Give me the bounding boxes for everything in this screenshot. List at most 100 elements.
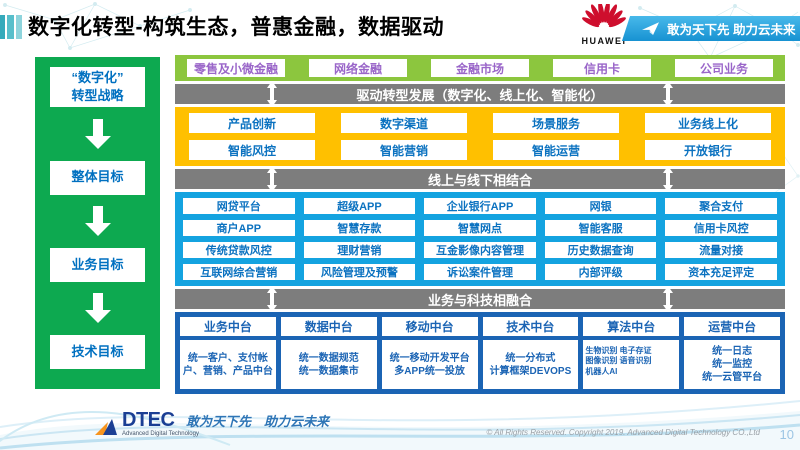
online-capability-box: 网贷平台 bbox=[183, 198, 295, 214]
segments-row: 零售及小微金融网络金融金融市场信用卡公司业务 bbox=[187, 59, 773, 77]
online-capability-box: 历史数据查询 bbox=[544, 242, 657, 258]
transform-box: 智能风控 bbox=[189, 140, 315, 160]
strategy-sidebar: “数字化” 转型战略整体目标业务目标技术目标 bbox=[35, 57, 160, 389]
sidebar-item: “数字化” 转型战略 bbox=[50, 67, 145, 108]
down-arrow-icon bbox=[84, 206, 111, 237]
sidebar-item: 技术目标 bbox=[50, 334, 145, 369]
banner-tech-fusion: 业务与科技相融合 bbox=[175, 286, 785, 312]
platform-detail: 统一日志 统一监控 统一云管平台 bbox=[684, 340, 780, 389]
online-capability-box: 超级APP bbox=[303, 198, 416, 214]
page-title: 数字化转型-构筑生态，普惠金融，数据驱动 bbox=[28, 16, 444, 39]
transform-band: 产品创新 数字渠道 场景服务 业务线上化智能风控 智能营销 智能运营 开放银行 bbox=[175, 107, 785, 166]
platform-column: 算法中台生物识别 电子存证 图像识别 语音识别 机器人AI bbox=[583, 317, 680, 389]
updown-arrow-icon bbox=[663, 286, 673, 312]
down-arrow-icon bbox=[84, 118, 111, 149]
adtec-arrow-icon bbox=[95, 419, 117, 435]
business-segments-band: 零售及小微金融网络金融金融市场信用卡公司业务 bbox=[175, 55, 785, 81]
transform-box: 数字渠道 bbox=[341, 113, 467, 133]
online-capability-box: 内部评级 bbox=[544, 264, 657, 280]
down-arrow-stem bbox=[92, 118, 103, 136]
segment-box: 公司业务 bbox=[675, 59, 773, 77]
banner-text: 驱动转型发展（数字化、线上化、智能化） bbox=[356, 87, 604, 103]
online-capability-box: 智慧网点 bbox=[424, 220, 536, 236]
platform-detail: 统一客户、支付帐户、营销、产品中台 bbox=[180, 340, 276, 389]
banner-drive-transform: 驱动转型发展（数字化、线上化、智能化） bbox=[175, 81, 785, 107]
online-capability-box: 互联网综合营销 bbox=[183, 264, 295, 280]
platform-detail: 生物识别 电子存证 图像识别 语音识别 机器人AI bbox=[583, 340, 680, 389]
sidebar-item: 业务目标 bbox=[50, 247, 145, 282]
platform-name: 运营中台 bbox=[684, 317, 780, 336]
updown-arrow-icon bbox=[266, 81, 277, 107]
slogan-text: 敢为天下先 助力云未来 bbox=[667, 23, 796, 37]
transform-box: 智能营销 bbox=[341, 140, 467, 160]
copyright-text: © All Rights Reserved. Copyright 2019. A… bbox=[486, 428, 760, 437]
segment-box: 信用卡 bbox=[553, 59, 651, 77]
online-capability-box: 信用卡风控 bbox=[665, 220, 777, 236]
adtec-logo: DTEC Advanced Digital Technology bbox=[95, 410, 199, 437]
adtec-subtitle: Advanced Digital Technology bbox=[122, 431, 199, 437]
segment-box: 零售及小微金融 bbox=[187, 59, 285, 77]
updown-arrow-icon bbox=[266, 166, 277, 192]
channels-band: 网贷平台超级APP 企业银行APP 网银聚合支付商户APP 智慧存款智慧网点智能客服信… bbox=[175, 192, 785, 286]
title-accent-bar bbox=[0, 15, 22, 39]
down-arrow-stem bbox=[92, 206, 103, 224]
updown-arrow-icon bbox=[266, 286, 277, 312]
main-diagram: 零售及小微金融网络金融金融市场信用卡公司业务 驱动转型发展（数字化、线上化、智能… bbox=[175, 55, 785, 397]
transform-box: 产品创新 bbox=[189, 113, 315, 133]
banner-text: 业务与科技相融合 bbox=[427, 292, 532, 308]
banner-online-offline: 线上与线下相结合 bbox=[175, 166, 785, 192]
online-capability-box: 企业银行APP bbox=[424, 198, 536, 214]
transform-box: 业务线上化 bbox=[645, 113, 771, 133]
online-capability-box: 网银 bbox=[544, 198, 657, 214]
online-capability-box: 智能客服 bbox=[544, 220, 657, 236]
down-arrow-head bbox=[84, 310, 111, 324]
platform-grid: 业务中台统一客户、支付帐户、营销、产品中台数据中台统一数据规范 统一数据集市移动… bbox=[180, 317, 780, 389]
paper-plane-icon bbox=[642, 21, 659, 35]
platform-name: 移动中台 bbox=[381, 317, 478, 336]
huawei-flower-icon bbox=[582, 0, 626, 28]
platform-name: 数据中台 bbox=[280, 317, 377, 336]
platform-detail: 统一分布式 计算框架DEVOPS bbox=[482, 340, 579, 389]
footer-tagline: 敢为天下先 助力云未来 bbox=[186, 414, 330, 429]
online-capability-box: 资本充足评定 bbox=[665, 264, 777, 280]
online-capability-box: 理财营销 bbox=[303, 242, 416, 258]
platform-detail: 统一数据规范 统一数据集市 bbox=[280, 340, 377, 389]
online-capability-box: 诉讼案件管理 bbox=[424, 264, 536, 280]
updown-arrow-icon bbox=[663, 166, 673, 192]
platform-name: 业务中台 bbox=[180, 317, 276, 336]
online-capability-box: 聚合支付 bbox=[665, 198, 777, 214]
platform-column: 数据中台统一数据规范 统一数据集市 bbox=[280, 317, 377, 389]
transform-box: 场景服务 bbox=[493, 113, 619, 133]
platform-name: 算法中台 bbox=[583, 317, 680, 336]
online-capability-box: 互金影像内容管理 bbox=[424, 242, 536, 258]
huawei-logo: HUAWEI bbox=[578, 0, 630, 46]
online-capability-box: 智慧存款 bbox=[303, 220, 416, 236]
online-capability-box: 传统贷款风控 bbox=[183, 242, 295, 258]
down-arrow-head bbox=[84, 223, 111, 237]
online-grid: 网贷平台超级APP 企业银行APP 网银聚合支付商户APP 智慧存款智慧网点智能客服信… bbox=[183, 198, 777, 280]
sidebar-item: 整体目标 bbox=[50, 160, 145, 195]
down-arrow-icon bbox=[84, 293, 111, 324]
platform-name: 技术中台 bbox=[482, 317, 579, 336]
banner-text: 线上与线下相结合 bbox=[427, 172, 532, 188]
adtec-wordmark: DTEC bbox=[122, 409, 175, 431]
platform-column: 技术中台统一分布式 计算框架DEVOPS bbox=[482, 317, 579, 389]
segment-box: 网络金融 bbox=[309, 59, 407, 77]
online-capability-box: 流量对接 bbox=[665, 242, 777, 258]
platform-detail: 统一移动开发平台 多APP统一投放 bbox=[381, 340, 478, 389]
platform-band: 业务中台统一客户、支付帐户、营销、产品中台数据中台统一数据规范 统一数据集市移动… bbox=[175, 312, 785, 394]
huawei-wordmark: HUAWEI bbox=[581, 36, 627, 46]
platform-column: 运营中台统一日志 统一监控 统一云管平台 bbox=[684, 317, 780, 389]
slogan-banner: 敢为天下先 助力云未来 bbox=[621, 16, 800, 41]
platform-column: 移动中台统一移动开发平台 多APP统一投放 bbox=[381, 317, 478, 389]
updown-arrow-icon bbox=[663, 81, 673, 107]
down-arrow-head bbox=[84, 135, 111, 149]
transform-box: 开放银行 bbox=[645, 140, 771, 160]
online-capability-box: 风险管理及预警 bbox=[303, 264, 416, 280]
platform-column: 业务中台统一客户、支付帐户、营销、产品中台 bbox=[180, 317, 276, 389]
online-capability-box: 商户APP bbox=[183, 220, 295, 236]
transform-grid: 产品创新 数字渠道 场景服务 业务线上化智能风控 智能营销 智能运营 开放银行 bbox=[189, 113, 771, 160]
transform-box: 智能运营 bbox=[493, 140, 619, 160]
page-number: 10 bbox=[779, 427, 794, 442]
